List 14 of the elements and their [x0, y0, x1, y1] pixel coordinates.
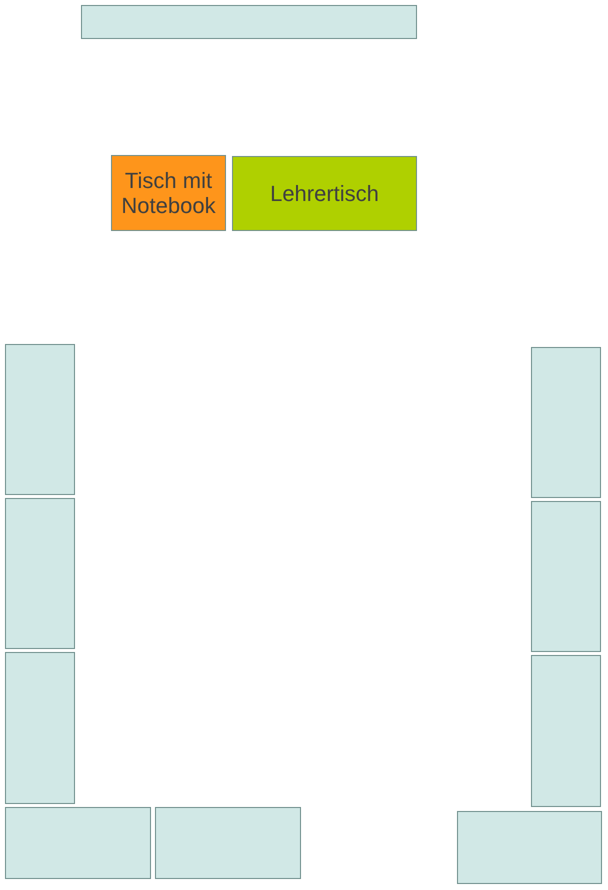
desk	[111, 155, 226, 231]
desk	[5, 652, 75, 804]
desk	[155, 807, 301, 879]
desk-label: Lehrertisch	[270, 180, 379, 206]
desk	[531, 347, 601, 498]
desk	[5, 498, 75, 649]
desk	[531, 501, 601, 652]
desk-label: Tisch mit Notebook	[120, 168, 217, 218]
desk	[457, 811, 602, 884]
desk	[5, 807, 151, 879]
desk	[5, 344, 75, 495]
whiteboard-bar	[81, 5, 417, 39]
desk	[232, 156, 417, 231]
desk	[531, 655, 601, 807]
